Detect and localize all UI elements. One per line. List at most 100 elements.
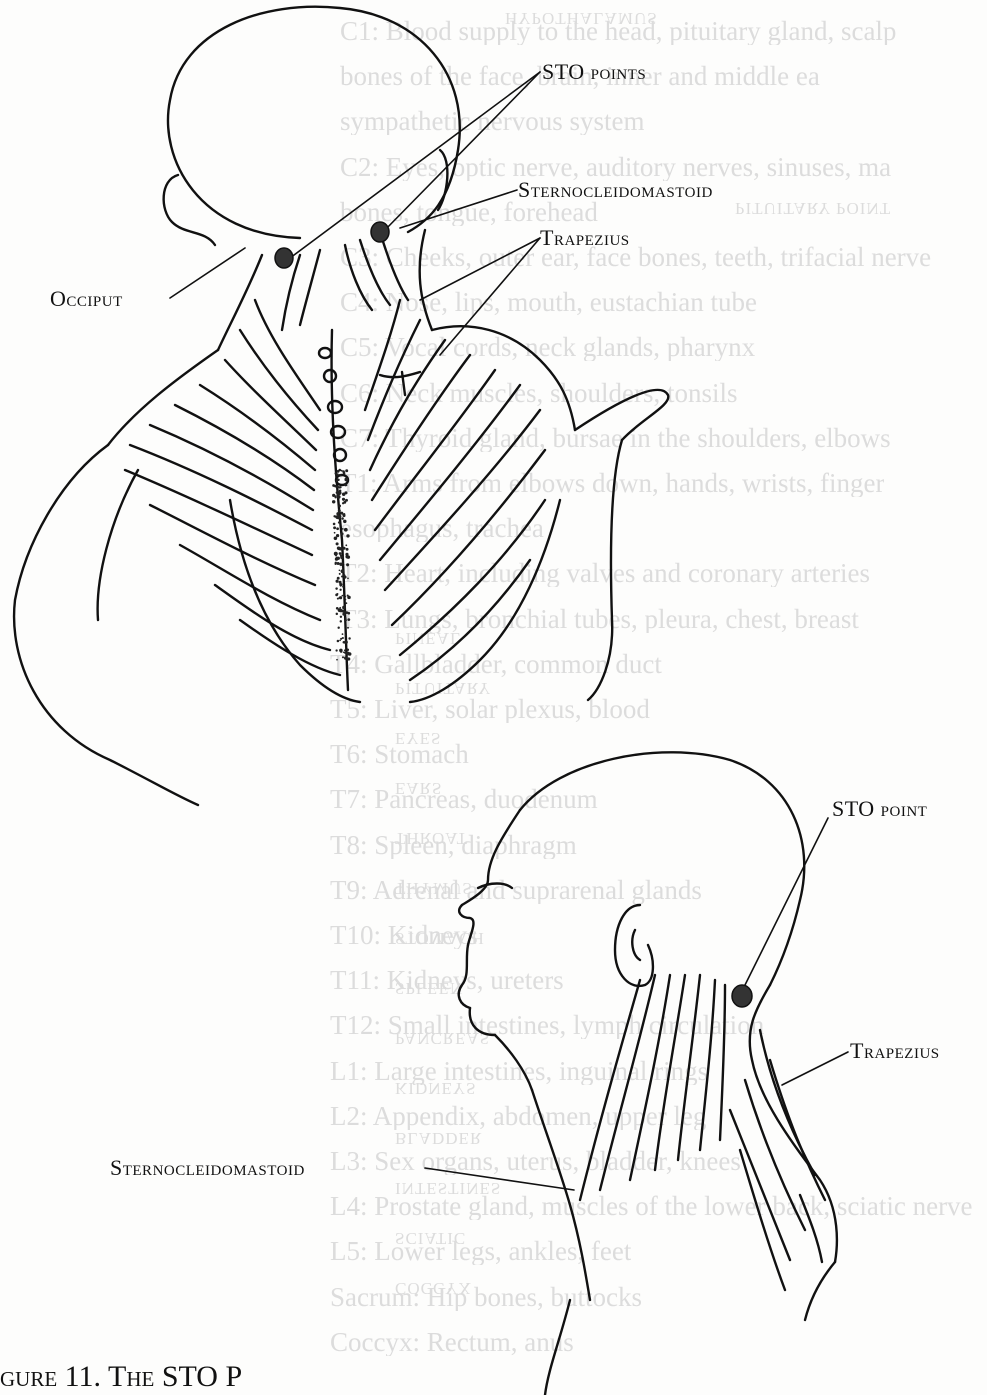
- spine-stipple-dot: [341, 532, 344, 535]
- spine-stipple-dot: [337, 562, 340, 565]
- spine-stipple-dot: [345, 619, 347, 621]
- spine-stipple-dot: [341, 569, 345, 573]
- spine-stipple-dot: [347, 648, 350, 651]
- spine-stipple-dot: [336, 527, 339, 530]
- spine-stipple-dot: [334, 537, 338, 541]
- back-head-outline: [168, 7, 460, 238]
- spine-stipple-dot: [333, 523, 336, 526]
- sto-point-right-dot: [371, 222, 389, 242]
- sto-point-side-dot: [732, 985, 752, 1007]
- spine-stipple-dot: [337, 493, 340, 496]
- spine-stipple-dot: [348, 637, 350, 639]
- spine-stipple-dot: [345, 596, 347, 598]
- spine-stipple-dot: [334, 472, 336, 474]
- spine-stipple-dot: [341, 576, 343, 578]
- spine-stipple-dot: [336, 534, 339, 537]
- spine-stipple-dot: [346, 534, 349, 537]
- spine-stipple-dot: [339, 552, 342, 555]
- spine-stipple-dot: [342, 586, 344, 588]
- spine-stipple-dot: [336, 613, 338, 615]
- spine-stipple-dot: [339, 474, 341, 476]
- spine-stipple-dot: [342, 633, 344, 635]
- spine-stipple-dot: [336, 593, 338, 595]
- spine-stipple-dot: [339, 573, 341, 575]
- spine-stipple-dot: [345, 617, 347, 619]
- spine-stipple-dot: [337, 640, 340, 643]
- spine-stipple-dot: [342, 595, 344, 597]
- spine-stipple-dot: [339, 581, 342, 584]
- spine-stipple-dot: [346, 563, 349, 566]
- label-sto-points: STO points: [542, 61, 646, 83]
- spine-stipple-dot: [348, 653, 350, 655]
- spine-stipple-dot: [347, 618, 350, 621]
- side-view-figure: [459, 752, 837, 1395]
- back-right-ear: [438, 150, 447, 210]
- spine-stipple-dot: [339, 589, 341, 591]
- spine-stipple-dot: [343, 514, 346, 517]
- spine-stipple-dot: [339, 489, 342, 492]
- spine-stipple-dot: [342, 492, 345, 495]
- spine-stipple-dot: [344, 652, 346, 654]
- spine-stipple-dot: [338, 504, 341, 507]
- spine-stipple-dot: [339, 649, 343, 653]
- spine-stipple-dot: [339, 469, 342, 472]
- spine-stipple-dot: [347, 596, 351, 600]
- spine-stipple-dot: [335, 587, 337, 589]
- label-occiput: Occiput: [50, 288, 123, 310]
- side-eye: [478, 884, 512, 889]
- spine-stipple-dot: [333, 526, 336, 529]
- spine-stipple-dot: [342, 610, 345, 613]
- spine-stipple-dot: [339, 607, 341, 609]
- label-sternocleidomastoid-bottom: Sternocleidomastoid: [110, 1157, 305, 1179]
- spine-stipple-dot: [342, 606, 346, 610]
- spine-stipple-dot: [337, 557, 340, 560]
- spine-stipple: [332, 469, 351, 661]
- spine-stipple-dot: [344, 478, 348, 482]
- label-trapezius-top: Trapezius: [540, 227, 630, 249]
- spine-stipple-dot: [346, 602, 348, 604]
- spine-stipple-dot: [338, 547, 341, 550]
- spine-stipple-dot: [348, 612, 351, 615]
- spine-stipple-dot: [336, 473, 338, 475]
- spine-stipple-dot: [338, 521, 340, 523]
- spine-stipple-dot: [337, 577, 340, 580]
- spine-stipple-dot: [334, 532, 336, 534]
- spine-stipple-dot: [342, 528, 344, 530]
- spine-stipple-dot: [345, 469, 348, 472]
- spine-stipple-dot: [346, 548, 349, 551]
- spine-stipple-dot: [336, 580, 339, 583]
- spine-stipple-dot: [339, 569, 341, 571]
- label-sto-point: STO point: [832, 798, 927, 820]
- spine-stipple-dot: [345, 544, 347, 546]
- spine-stipple-dot: [342, 656, 344, 658]
- figure-caption: gure 11. The STO P: [0, 1362, 242, 1392]
- spine-stipple-dot: [337, 598, 339, 600]
- spine-stipple-dot: [342, 612, 345, 615]
- side-ear: [615, 905, 653, 986]
- spine-stipple-dot: [339, 596, 342, 599]
- sto-point-left-dot: [275, 248, 293, 268]
- spine-stipple-dot: [335, 649, 337, 651]
- spine-stipple-dot: [340, 512, 343, 515]
- spine-stipple-dot: [341, 470, 343, 472]
- spine-stipple-dot: [345, 484, 347, 486]
- spine-stipple-dot: [340, 556, 344, 560]
- spine-stipple-dot: [347, 627, 349, 629]
- spine-stipple-dot: [343, 520, 346, 523]
- spine-stipple-dot: [340, 585, 342, 587]
- spine-stipple-dot: [345, 634, 347, 636]
- spine-stipple-dot: [345, 553, 348, 556]
- spine-stipple-dot: [343, 576, 346, 579]
- spine-stipple-dot: [336, 659, 338, 661]
- label-trapezius-bottom: Trapezius: [850, 1040, 940, 1062]
- spine-stipple-dot: [343, 472, 346, 475]
- spine-stipple-dot: [344, 640, 348, 644]
- spine-stipple-dot: [332, 494, 335, 497]
- spine-stipple-dot: [342, 502, 344, 504]
- spine-stipple-dot: [340, 563, 343, 566]
- spine-stipple-dot: [336, 607, 339, 610]
- spine-stipple-dot: [341, 517, 344, 520]
- spine-stipple-dot: [336, 542, 339, 545]
